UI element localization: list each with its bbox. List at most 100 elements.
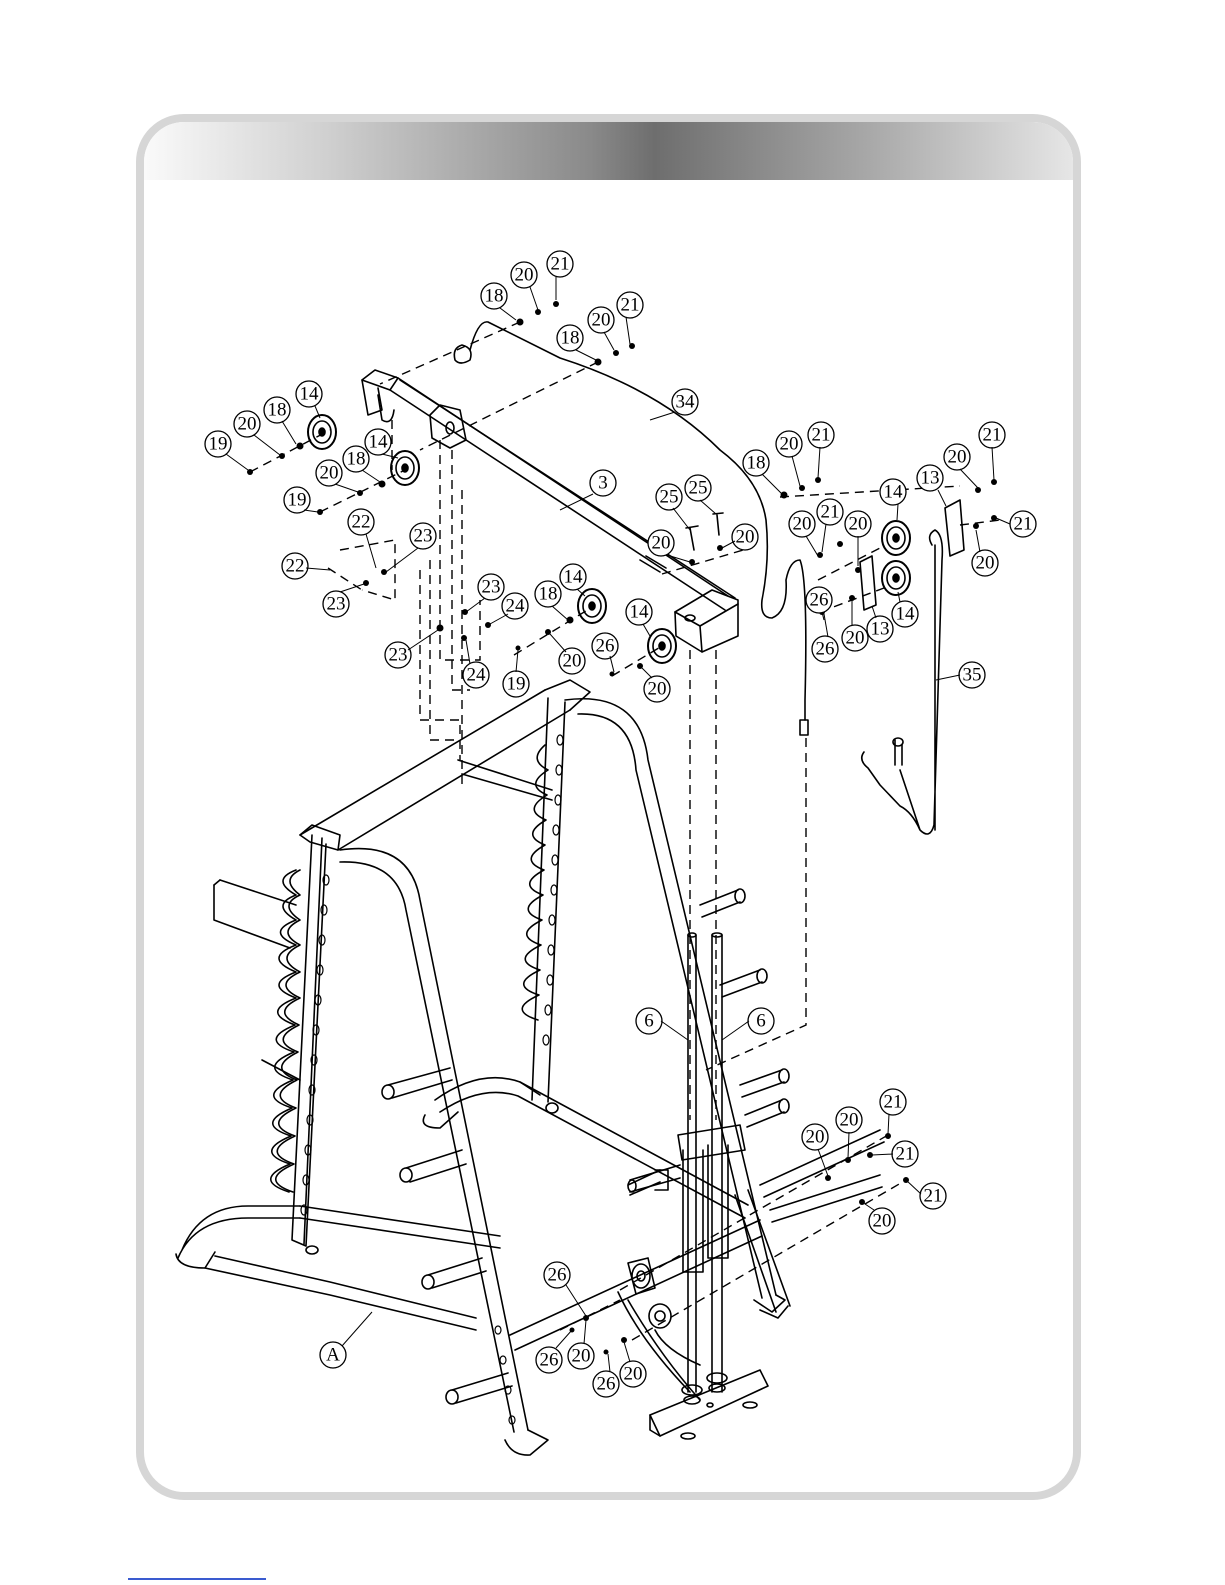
callout-c15: 19 <box>284 487 310 513</box>
callout-c34: 19 <box>503 671 529 697</box>
svg-text:20: 20 <box>849 514 868 535</box>
svg-text:14: 14 <box>300 384 320 405</box>
svg-text:18: 18 <box>268 400 287 421</box>
callout-c48: 26 <box>806 587 832 613</box>
callout-c31: 14 <box>626 599 652 625</box>
callout-c10: 20 <box>234 411 260 437</box>
svg-text:6: 6 <box>756 1011 766 1032</box>
callout-c44: 21 <box>979 422 1005 448</box>
callout-c57: 20 <box>836 1107 862 1133</box>
svg-text:21: 21 <box>551 254 570 275</box>
callout-c55: 6 <box>748 1008 774 1034</box>
callout-c21: 25 <box>656 484 682 510</box>
svg-text:18: 18 <box>539 584 558 605</box>
callout-leaders <box>226 276 1010 1372</box>
bolts-25 <box>686 513 723 550</box>
callout-c61: 20 <box>869 1208 895 1234</box>
svg-text:21: 21 <box>621 295 640 316</box>
callout-c65: 26 <box>593 1371 619 1397</box>
callout-c49: 14 <box>892 601 918 627</box>
callout-c32: 26 <box>592 633 618 659</box>
svg-text:20: 20 <box>320 463 339 484</box>
callout-c9: 18 <box>264 397 290 423</box>
svg-text:19: 19 <box>288 490 307 511</box>
callout-c23: 20 <box>648 530 674 556</box>
callout-c54: 6 <box>636 1008 662 1034</box>
callout-c22: 25 <box>685 475 711 501</box>
svg-text:20: 20 <box>976 553 995 574</box>
callout-c63: 26 <box>536 1347 562 1373</box>
svg-text:21: 21 <box>983 425 1002 446</box>
svg-text:19: 19 <box>507 674 526 695</box>
svg-text:20: 20 <box>873 1211 892 1232</box>
callout-c41: 13 <box>917 465 943 491</box>
callout-c66: 20 <box>620 1361 646 1387</box>
svg-text:22: 22 <box>286 556 305 577</box>
svg-text:14: 14 <box>369 432 389 453</box>
svg-text:18: 18 <box>561 328 580 349</box>
callout-c47: 20 <box>972 550 998 576</box>
svg-text:20: 20 <box>238 414 257 435</box>
svg-text:20: 20 <box>515 265 534 286</box>
callout-c38: 21 <box>808 422 834 448</box>
svg-text:20: 20 <box>793 514 812 535</box>
callout-c1: 21 <box>547 251 573 277</box>
svg-text:21: 21 <box>924 1186 943 1207</box>
footer-link-underline <box>128 1578 266 1580</box>
callout-c45: 20 <box>845 511 871 537</box>
svg-text:20: 20 <box>592 310 611 331</box>
svg-text:21: 21 <box>812 425 831 446</box>
svg-text:23: 23 <box>414 526 433 547</box>
svg-text:19: 19 <box>209 434 228 455</box>
callout-c51: 20 <box>842 625 868 651</box>
svg-text:13: 13 <box>921 468 940 489</box>
callout-c30: 18 <box>535 581 561 607</box>
svg-text:14: 14 <box>896 604 916 625</box>
callout-c29: 14 <box>560 564 586 590</box>
callout-c11: 19 <box>205 431 231 457</box>
svg-text:6: 6 <box>644 1011 654 1032</box>
callout-c8: 14 <box>296 381 322 407</box>
callout-c19: 23 <box>323 591 349 617</box>
svg-text:23: 23 <box>327 594 346 615</box>
weight-horns-left <box>382 1068 512 1404</box>
svg-text:26: 26 <box>548 1265 567 1286</box>
callout-c27: 23 <box>385 642 411 668</box>
callout-c6: 18 <box>557 325 583 351</box>
callout-c58: 20 <box>802 1124 828 1150</box>
callout-c59: 21 <box>892 1141 918 1167</box>
callout-c52: 26 <box>812 636 838 662</box>
svg-text:14: 14 <box>564 567 584 588</box>
svg-text:26: 26 <box>597 1374 616 1395</box>
svg-text:26: 26 <box>816 639 835 660</box>
callout-c5: 20 <box>588 307 614 333</box>
svg-text:20: 20 <box>624 1364 643 1385</box>
svg-text:20: 20 <box>846 628 865 649</box>
svg-text:14: 14 <box>630 602 650 623</box>
callout-c42: 14 <box>880 479 906 505</box>
callout-c39: 21 <box>817 499 843 525</box>
callout-c16: 22 <box>348 509 374 535</box>
callout-c2: 20 <box>511 262 537 288</box>
callout-c36: 18 <box>743 450 769 476</box>
svg-text:20: 20 <box>806 1127 825 1148</box>
callout-c4: 21 <box>617 292 643 318</box>
callout-c3: 18 <box>481 283 507 309</box>
svg-text:34: 34 <box>676 392 696 413</box>
svg-text:18: 18 <box>485 286 504 307</box>
callout-c50: 13 <box>867 616 893 642</box>
svg-text:23: 23 <box>482 577 501 598</box>
svg-text:20: 20 <box>736 527 755 548</box>
svg-text:24: 24 <box>506 596 526 617</box>
svg-text:14: 14 <box>884 482 904 503</box>
callout-c18: 22 <box>282 553 308 579</box>
callout-c12: 14 <box>365 429 391 455</box>
svg-text:20: 20 <box>652 533 671 554</box>
svg-text:23: 23 <box>389 645 408 666</box>
svg-text:18: 18 <box>347 449 366 470</box>
svg-text:26: 26 <box>810 590 829 611</box>
svg-text:21: 21 <box>884 1092 903 1113</box>
svg-text:18: 18 <box>747 453 766 474</box>
svg-text:24: 24 <box>467 665 487 686</box>
svg-text:26: 26 <box>596 636 615 657</box>
